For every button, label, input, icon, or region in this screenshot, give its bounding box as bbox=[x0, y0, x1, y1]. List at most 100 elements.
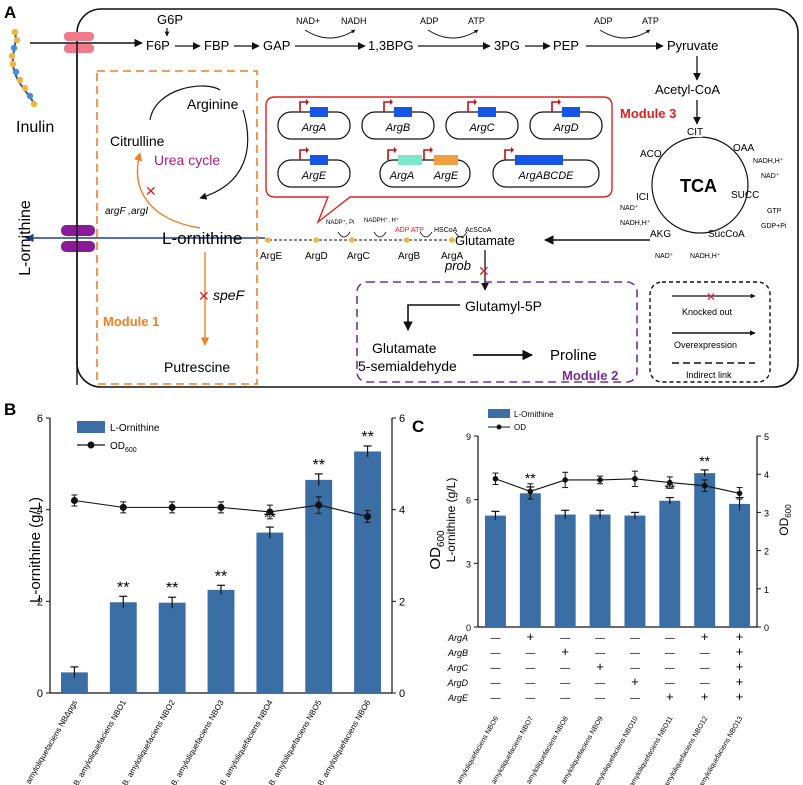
chain-argd: ArgD bbox=[305, 251, 328, 262]
cofactor-adp-1: ADP bbox=[420, 16, 439, 26]
metabolite-gap: GAP bbox=[263, 38, 290, 53]
knockout-x-spef: ✕ bbox=[198, 288, 210, 304]
od-point bbox=[562, 477, 568, 483]
bar bbox=[519, 493, 541, 627]
category-label: B. amyloliquefaciens NBO1 bbox=[72, 698, 129, 785]
metabolite-akg: AKG bbox=[650, 229, 671, 240]
bar bbox=[554, 514, 576, 627]
cofactor-arc bbox=[373, 231, 387, 238]
gene-matrix-cell: + bbox=[666, 689, 674, 704]
chain-intermediate-dot bbox=[313, 237, 319, 243]
l-ornithine-out-label: L-ornithine bbox=[17, 200, 34, 276]
panel-c-label: C bbox=[412, 417, 424, 436]
ornithine-exporter-icon bbox=[61, 225, 95, 252]
promoter-icon bbox=[387, 149, 394, 160]
chain-arga: ArgA bbox=[441, 251, 464, 262]
inulin-bead bbox=[13, 36, 21, 44]
chain-intermediate-dot bbox=[265, 237, 271, 243]
bar bbox=[589, 514, 611, 627]
od-point bbox=[119, 503, 127, 511]
gene-block bbox=[310, 107, 328, 117]
gene-matrix-cell: — bbox=[700, 678, 710, 689]
panel-b-label: B bbox=[4, 400, 16, 419]
legend-c-bar: L-Ornithine bbox=[514, 410, 554, 419]
gene-matrix-cell: — bbox=[630, 663, 640, 674]
cofactor-adp-2: ADP bbox=[594, 16, 613, 26]
construct-label: ArgE bbox=[301, 170, 327, 182]
cofactor-nad-1: NAD⁺ bbox=[620, 204, 639, 212]
metabolite-arginine: Arginine bbox=[187, 96, 239, 112]
significance-label: ** bbox=[525, 470, 536, 486]
gene-matrix-cell: — bbox=[525, 663, 535, 674]
metabolite-proline: Proline bbox=[550, 347, 597, 364]
gene-matrix-cell: + bbox=[561, 644, 569, 659]
gene-matrix-cell: — bbox=[700, 648, 710, 659]
y2-tick-label: 5 bbox=[764, 432, 769, 442]
gene-matrix-cell: — bbox=[665, 633, 675, 644]
od-point bbox=[168, 503, 176, 511]
construct-label: ArgA bbox=[301, 122, 326, 134]
cofactor-nadh-1: NADH,H⁺ bbox=[620, 219, 651, 227]
od-point bbox=[701, 482, 708, 489]
y-tick-label: 2 bbox=[37, 596, 43, 608]
metabolite-bpg: 1,3BPG bbox=[368, 38, 414, 53]
legend-x-icon: ✕ bbox=[706, 290, 716, 304]
od-point bbox=[217, 503, 225, 511]
gene-spef: speF bbox=[213, 287, 246, 303]
bar bbox=[354, 451, 382, 693]
gene-matrix-cell: — bbox=[595, 648, 605, 659]
gene-matrix-cell: — bbox=[630, 648, 640, 659]
chain-intermediate-dot bbox=[404, 237, 410, 243]
chart-b-y2label: OD600 bbox=[427, 530, 447, 570]
chart-c-ylabel: L-ornithine (g/L) bbox=[444, 478, 458, 563]
cell-membrane bbox=[76, 8, 799, 388]
gene-block bbox=[394, 107, 412, 117]
gene-matrix-cell: — bbox=[490, 693, 500, 704]
gene-matrix-cell: — bbox=[665, 678, 675, 689]
y-tick-label: 6 bbox=[466, 496, 471, 506]
metabolite-succoa: SucCoA bbox=[708, 229, 745, 240]
construct-label: ArgC bbox=[468, 122, 494, 134]
gene-matrix-cell: — bbox=[560, 693, 570, 704]
y2-tick-label: 6 bbox=[399, 413, 405, 425]
od-point bbox=[527, 488, 534, 495]
cofactor-nad-3: NAD⁺ bbox=[761, 172, 780, 180]
gene-matrix-cell: + bbox=[736, 689, 744, 704]
gene-matrix-cell: — bbox=[630, 633, 640, 644]
inulin-bead bbox=[9, 60, 17, 68]
y-tick-label: 0 bbox=[466, 623, 471, 633]
module-3-label: Module 3 bbox=[620, 106, 676, 121]
inulin-bead bbox=[26, 92, 34, 100]
cofactor-gtp: GTP bbox=[767, 208, 782, 215]
cofactor-nadph: NADPH⁺, H⁺ bbox=[364, 217, 399, 224]
svg-text:CIT: CIT bbox=[687, 127, 703, 138]
metabolite-acetylcoa: Acetyl-CoA bbox=[655, 82, 720, 97]
urea-cycle-label: Urea cycle bbox=[154, 152, 220, 168]
od-point bbox=[364, 513, 372, 521]
module-1-label: Module 1 bbox=[103, 314, 159, 329]
bar bbox=[694, 473, 716, 627]
cofactor-arc bbox=[419, 231, 433, 238]
y2-tick-label: 1 bbox=[764, 585, 769, 595]
category-label: B. amyloliquefaciens NBΔpgs bbox=[19, 699, 79, 785]
od-point bbox=[632, 475, 638, 482]
gene-matrix-cell: + bbox=[736, 644, 744, 659]
bar bbox=[60, 672, 88, 693]
construct-label: ArgB bbox=[385, 122, 410, 134]
od-point bbox=[667, 479, 673, 486]
y-tick-label: 9 bbox=[466, 432, 471, 442]
metabolite-glutamate-semialdehyde: Glutamate bbox=[372, 340, 437, 356]
legend-b-bar: L-Ornithine bbox=[110, 423, 160, 434]
cofactor-nadh: NADH bbox=[341, 16, 367, 26]
knockout-x-prob: ✕ bbox=[478, 263, 490, 279]
gene-row-label: ArgB bbox=[447, 648, 468, 658]
category-label: B. amyloliquefaciens NBO2 bbox=[120, 698, 177, 785]
chain-intermediate-dot bbox=[449, 237, 455, 243]
significance-label: ** bbox=[699, 453, 710, 469]
inulin-bead bbox=[10, 44, 18, 52]
y-tick-label: 3 bbox=[466, 559, 471, 569]
gene-matrix-cell: — bbox=[525, 693, 535, 704]
construct-label: ArgA bbox=[389, 170, 414, 182]
